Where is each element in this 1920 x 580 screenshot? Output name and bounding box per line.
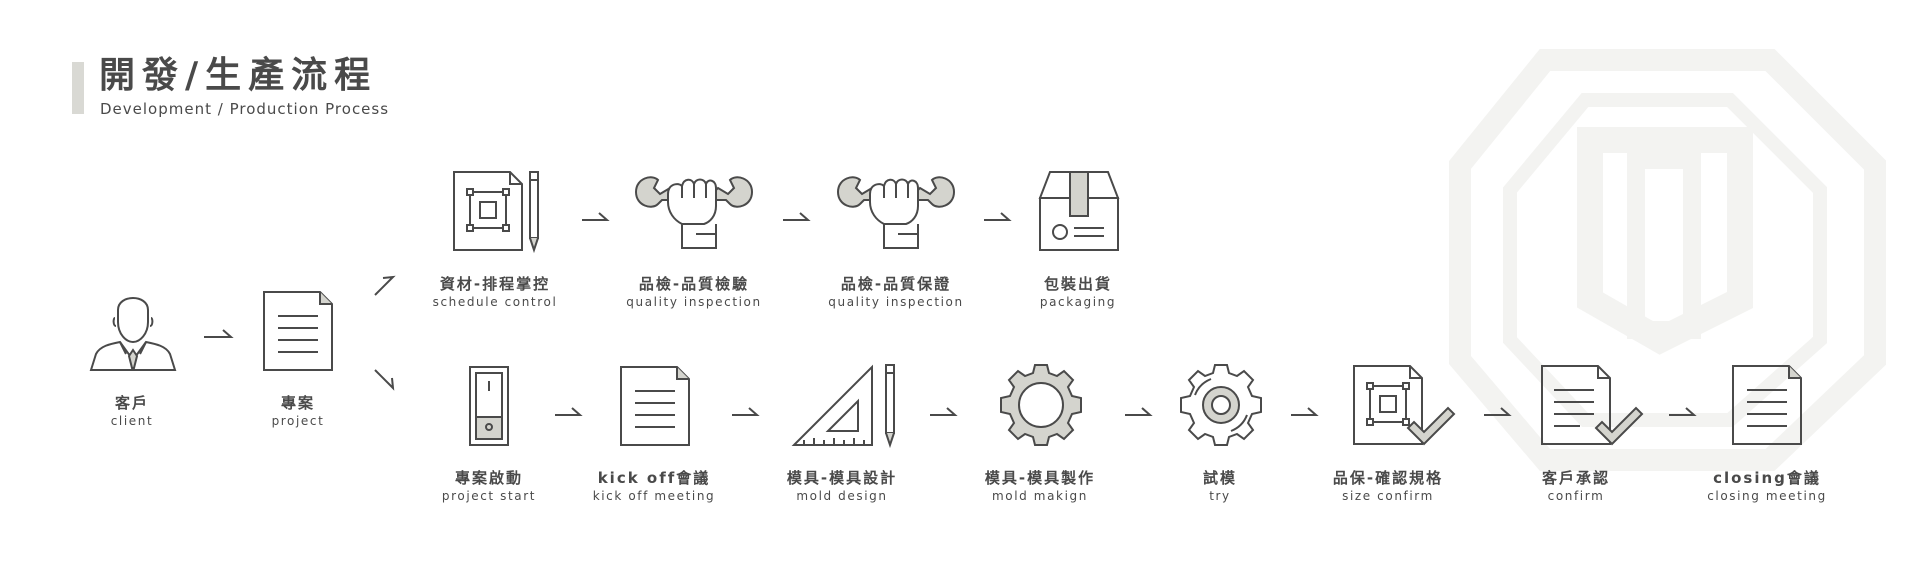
step-mold-making-en: mold makign	[992, 489, 1088, 503]
step-project-start-zh: 專案啟動	[454, 469, 523, 487]
blueprint-check-icon	[1352, 364, 1456, 448]
step-project-start: 專案啟動 project start	[399, 468, 579, 504]
step-project-start-en: project start	[441, 489, 537, 503]
step-quality-assurance: 品檢-品質保證 quality inspection	[806, 274, 986, 310]
arrow-right	[782, 208, 811, 221]
step-quality-assurance-zh: 品檢-品質保證	[840, 275, 952, 293]
step-quality-inspection-en: quality inspection	[626, 295, 762, 309]
wrench-fist-icon	[634, 172, 754, 252]
step-confirm-en: confirm	[1547, 489, 1605, 503]
arrow-right	[554, 403, 583, 416]
step-schedule-control: 資材-排程掌控 schedule control	[405, 274, 585, 310]
gear-small-icon	[1180, 364, 1262, 446]
step-packaging-en: packaging	[1039, 295, 1117, 309]
step-confirm-zh: 客戶承認	[1541, 469, 1610, 487]
arrow-right	[1290, 403, 1319, 416]
person-icon	[88, 288, 178, 374]
step-packaging-zh: 包裝出貨	[1043, 275, 1112, 293]
step-mold-making-zh: 模具-模具製作	[984, 469, 1096, 487]
arrow-right	[203, 325, 234, 338]
step-size-confirm: 品保-確認規格 size confirm	[1298, 468, 1478, 504]
arrow-right	[731, 403, 760, 416]
step-client-zh: 客戶	[114, 394, 149, 412]
step-mold-design-zh: 模具-模具設計	[786, 469, 898, 487]
blueprint-pencil-icon	[452, 170, 542, 254]
step-quality-assurance-en: quality inspection	[828, 295, 964, 309]
gear-icon	[1000, 364, 1082, 446]
step-try-zh: 試模	[1202, 469, 1237, 487]
step-try: 試模 try	[1130, 468, 1310, 504]
page-subtitle: Development / Production Process	[100, 100, 390, 118]
step-closing-meeting: closing會議 closing meeting	[1677, 468, 1857, 504]
step-project-en: project	[271, 414, 325, 428]
arrow-right	[1483, 403, 1512, 416]
document-icon	[619, 365, 691, 447]
step-client-en: client	[110, 414, 154, 428]
step-quality-inspection: 品檢-品質檢驗 quality inspection	[604, 274, 784, 310]
arrow-down-right	[373, 368, 395, 391]
switch-icon	[468, 365, 510, 447]
step-mold-making: 模具-模具製作 mold makign	[950, 468, 1130, 504]
step-mold-design: 模具-模具設計 mold design	[752, 468, 932, 504]
title-accent-bar	[72, 62, 84, 114]
document-icon	[1731, 364, 1803, 446]
step-packaging: 包裝出貨 packaging	[988, 274, 1168, 310]
step-closing-meeting-en: closing meeting	[1707, 489, 1827, 503]
arrow-right	[983, 208, 1012, 221]
step-project: 專案 project	[208, 393, 388, 429]
step-mold-design-en: mold design	[796, 489, 888, 503]
step-kick-off-meeting-en: kick off meeting	[592, 489, 716, 503]
arrow-right	[1124, 403, 1153, 416]
step-confirm: 客戶承認 confirm	[1486, 468, 1666, 504]
box-icon	[1038, 170, 1120, 252]
step-size-confirm-zh: 品保-確認規格	[1332, 469, 1444, 487]
arrow-right	[581, 208, 610, 221]
step-client: 客戶 client	[42, 393, 222, 429]
step-closing-meeting-zh: closing會議	[1713, 469, 1821, 487]
step-size-confirm-en: size confirm	[1342, 489, 1434, 503]
step-project-zh: 專案	[280, 394, 315, 412]
step-kick-off-meeting: kick off會議 kick off meeting	[564, 468, 744, 504]
arrow-right	[929, 403, 958, 416]
arrow-up-right	[373, 275, 396, 297]
step-schedule-control-en: schedule control	[432, 295, 558, 309]
page-title: 開發/生產流程	[99, 55, 378, 96]
step-kick-off-meeting-zh: kick off會議	[597, 469, 711, 487]
step-schedule-control-zh: 資材-排程掌控	[439, 275, 551, 293]
document-check-icon	[1540, 364, 1644, 448]
wrench-fist-icon	[836, 172, 956, 252]
arrow-right	[1668, 403, 1697, 416]
document-icon	[262, 290, 334, 372]
step-quality-inspection-zh: 品檢-品質檢驗	[638, 275, 750, 293]
triangle-ruler-icon	[791, 363, 898, 449]
step-try-en: try	[1209, 489, 1231, 503]
